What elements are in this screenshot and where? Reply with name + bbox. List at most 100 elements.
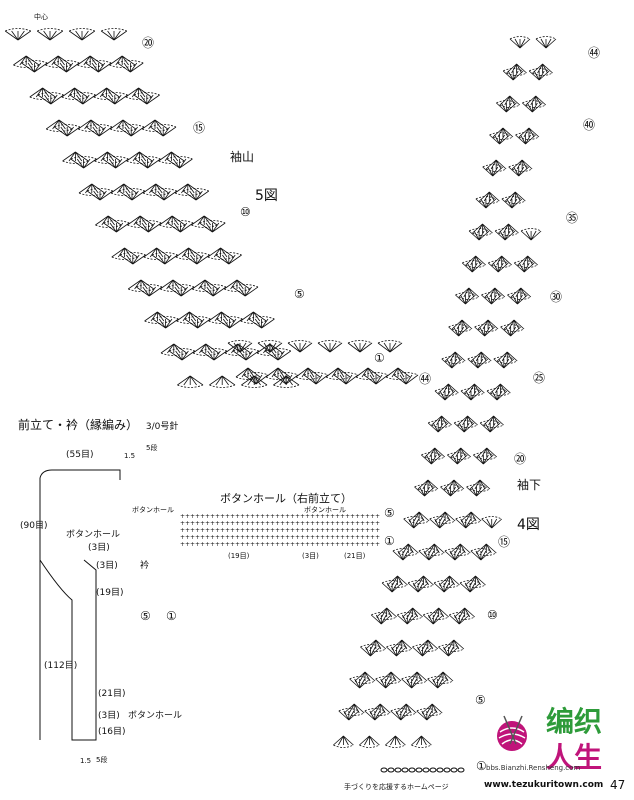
stitch-fan	[53, 60, 80, 73]
buttonhole-chart-label-left: ボタンホール	[132, 506, 174, 514]
bh-stitch: +	[290, 513, 295, 520]
bh-stitch: +	[365, 520, 370, 527]
seg-3: (3目)	[96, 561, 118, 571]
stitch-fan	[37, 92, 64, 105]
cap-row-15: ⑮	[193, 121, 206, 135]
bh-stitch: +	[350, 513, 355, 520]
bh-stitch: +	[285, 520, 290, 527]
stitch-fan	[200, 348, 228, 361]
bh-stitch: +	[365, 513, 370, 520]
figure-5-label: 5図	[255, 188, 278, 204]
bh-stitch: +	[275, 520, 280, 527]
stitch-fan	[481, 516, 502, 529]
stitch-fan	[54, 124, 81, 137]
stitch-fan	[387, 575, 408, 588]
bh-stitch: +	[345, 513, 350, 520]
stitch-fan	[486, 388, 508, 401]
bh-stitch: +	[340, 527, 345, 534]
stitch-fan	[448, 324, 469, 337]
bh-stitch: +	[290, 527, 295, 534]
bh-stitch: +	[240, 541, 245, 548]
bh-stitch: +	[230, 527, 235, 534]
stitch-fan	[133, 92, 160, 105]
footer-left-text: 手づくりを応援するホームページ	[344, 783, 449, 791]
stitch-fan	[377, 340, 403, 353]
hook-size: 3/0号針	[145, 422, 179, 432]
stitch-fan	[21, 60, 48, 73]
stitch-fan	[447, 452, 468, 465]
bh-stitch: +	[225, 541, 230, 548]
bh-stitch: +	[355, 520, 360, 527]
stitch-fan	[175, 247, 202, 260]
bh-stitch: +	[180, 527, 185, 534]
stitch-fan	[424, 447, 446, 460]
lower-row-40: ㊵	[583, 118, 596, 132]
stitch-fan	[184, 316, 211, 329]
bh-stitch: +	[230, 541, 235, 548]
yarn-ball-icon	[492, 714, 532, 754]
top-count: (55目)	[66, 450, 94, 460]
bh-stitch: +	[325, 534, 330, 541]
stitch-fan	[440, 484, 461, 497]
cap-row-5: ⑤	[294, 287, 305, 301]
stitch-fan	[460, 511, 482, 524]
chain-stitch	[380, 767, 388, 773]
bh-stitch: +	[300, 527, 305, 534]
bh-stitch: +	[370, 520, 375, 527]
bh-stitch: +	[210, 527, 215, 534]
stitch-fan	[265, 367, 291, 380]
bh-stitch: +	[215, 541, 220, 548]
bh-stitch: +	[280, 513, 285, 520]
bh-stitch: +	[340, 520, 345, 527]
bh-stitch: +	[200, 541, 205, 548]
stitch-fan	[110, 183, 137, 196]
chain-stitch	[457, 767, 465, 773]
stitch-fan	[101, 92, 128, 105]
cap-row-10: ⑩	[240, 205, 251, 219]
bh-stitch: +	[295, 513, 300, 520]
bh-count-21: (21目)	[344, 552, 366, 560]
bh-stitch: +	[350, 527, 355, 534]
stitch-fan	[85, 60, 112, 73]
stitch-fan	[467, 356, 489, 369]
bh-count-3: (3目)	[302, 552, 319, 560]
stitch-fan	[392, 548, 414, 561]
bh-stitch: +	[310, 520, 315, 527]
stitch-fan	[166, 156, 193, 169]
buttonhole-count: (3目)	[88, 543, 110, 553]
bh-stitch: +	[245, 541, 250, 548]
stitch-fan	[481, 292, 502, 305]
bh-stitch: +	[205, 520, 210, 527]
bh-stitch: +	[235, 513, 240, 520]
bh-stitch: +	[260, 520, 265, 527]
bh-stitch: +	[240, 534, 245, 541]
stitch-fan	[248, 316, 275, 329]
stitch-fan	[414, 484, 435, 497]
stitch-fan	[509, 36, 531, 49]
bh-stitch: +	[305, 534, 310, 541]
bh-stitch: +	[305, 527, 310, 534]
bh-stitch: +	[230, 520, 235, 527]
corner-size: 1.5	[124, 452, 136, 460]
bh-stitch: +	[225, 527, 230, 534]
stitch-fan	[518, 127, 540, 140]
stitch-fan	[433, 580, 455, 593]
stitch-fan	[375, 676, 396, 689]
bh-stitch: +	[360, 513, 365, 520]
bh-stitch: +	[195, 513, 200, 520]
bh-stitch: +	[330, 541, 335, 548]
logo-text-2: 人生	[546, 741, 603, 774]
bh-stitch: +	[330, 520, 335, 527]
bh-stitch: +	[340, 541, 345, 548]
bh-stitch: +	[290, 520, 295, 527]
bh-stitch: +	[185, 527, 190, 534]
stitch-fan	[407, 580, 429, 593]
stitch-fan	[135, 220, 162, 233]
stitch-fan	[418, 548, 440, 561]
bh-stitch: +	[195, 534, 200, 541]
bh-stitch: +	[185, 541, 190, 548]
stitch-fan	[474, 324, 495, 337]
bh-stitch: +	[330, 527, 335, 534]
seg-112: (112目)	[44, 661, 78, 671]
stitch-fan	[479, 420, 501, 433]
